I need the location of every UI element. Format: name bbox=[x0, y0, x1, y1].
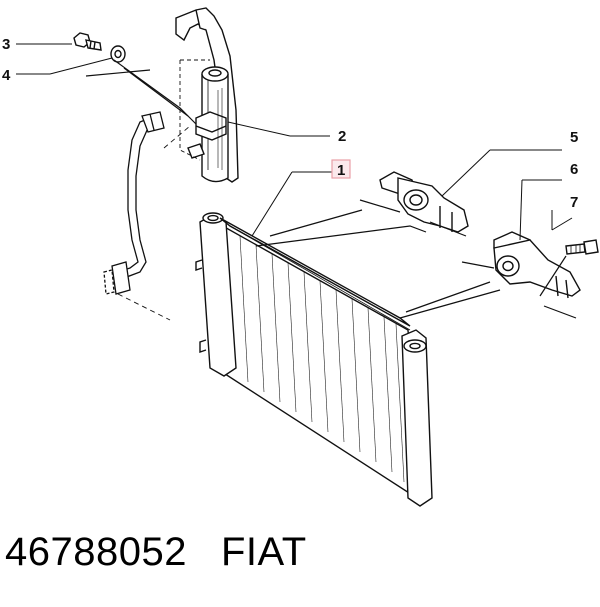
callout-label-6: 6 bbox=[570, 161, 578, 178]
callout-label-5: 5 bbox=[570, 129, 578, 146]
callout-label-7: 7 bbox=[570, 194, 578, 211]
assembly-lines bbox=[85, 59, 577, 319]
refrigerant-pipe bbox=[103, 111, 191, 321]
mount-bracket-part-5 bbox=[379, 171, 469, 233]
mount-bracket-part-6 bbox=[493, 231, 581, 299]
callout-highlight-box bbox=[331, 159, 351, 179]
part-number-caption: 46788052 FIAT bbox=[5, 530, 307, 575]
washer-part-4 bbox=[110, 45, 126, 63]
callout-label-2: 2 bbox=[338, 128, 346, 145]
callout-label-1: 1 bbox=[337, 162, 345, 179]
callout-leaders bbox=[16, 43, 573, 241]
callout-label-4: 4 bbox=[2, 67, 11, 84]
callouts: 3 4 2 1 5 6 7 bbox=[2, 36, 578, 211]
receiver-dryer-part-2 bbox=[175, 7, 239, 183]
screw-part-7 bbox=[565, 239, 599, 255]
part-number: 46788052 bbox=[5, 530, 187, 574]
callout-label-3: 3 bbox=[2, 36, 10, 53]
brand-name: FIAT bbox=[220, 530, 307, 574]
condenser-part-1 bbox=[195, 212, 433, 507]
bolt-part-3 bbox=[73, 32, 102, 51]
